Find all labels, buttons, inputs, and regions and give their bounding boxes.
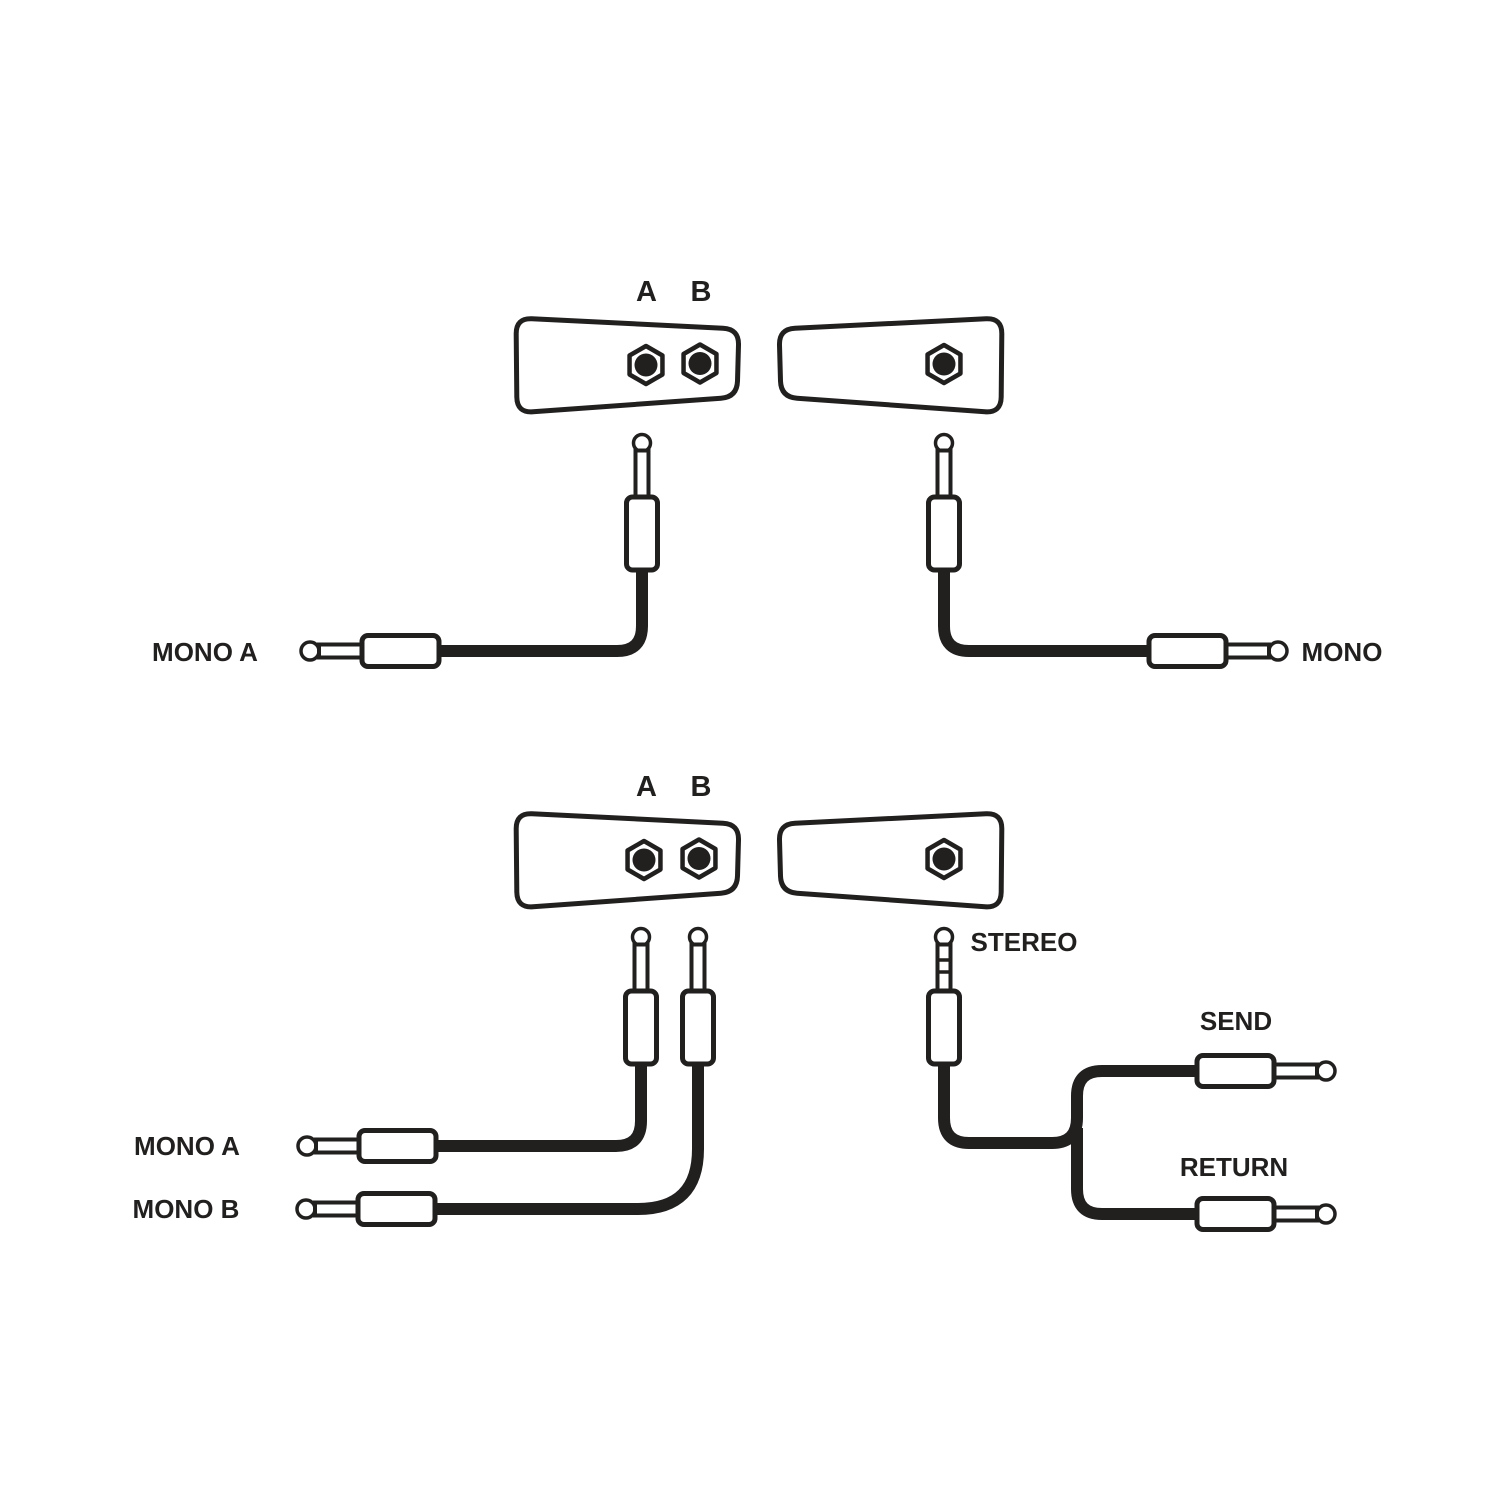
jack-socket-a-icon — [628, 841, 661, 879]
mono-plug-up-icon — [929, 435, 960, 571]
jack-socket-a-icon — [630, 346, 663, 384]
stereo-plug-up-icon — [929, 929, 960, 1065]
jack-socket-b-icon — [683, 840, 716, 878]
cable-bottom-left-mono-a — [432, 1060, 647, 1152]
return-label: RETURN — [1180, 1152, 1288, 1182]
jack-plate-single — [777, 316, 1005, 415]
send-label: SEND — [1200, 1006, 1272, 1036]
jack-b-label: B — [691, 276, 712, 308]
mono-plug-icon — [1149, 636, 1287, 667]
cable-bottom-left-mono-b — [432, 1060, 704, 1215]
jack-b-label: B — [691, 771, 712, 803]
cable-top-right-mono — [938, 566, 1155, 657]
jack-a-label: A — [636, 771, 657, 803]
stereo-label: STEREO — [971, 927, 1078, 957]
mono-plug-up-b-icon — [683, 929, 714, 1065]
cable-top-left-mono-a — [432, 566, 648, 657]
cables — [432, 566, 1205, 1220]
section-top-right: MONO — [777, 316, 1383, 667]
section-bottom-left: A B MONO A MONO B — [133, 771, 741, 1225]
section-bottom-right: STEREO SEND RETURN — [777, 811, 1335, 1230]
cable-stereo-to-return — [1071, 1128, 1205, 1220]
mono-plug-up-icon — [627, 435, 658, 571]
mono-label: MONO — [1302, 637, 1383, 667]
mono-b-plug-icon — [297, 1194, 435, 1225]
stereo-plug-ring-lines — [937, 958, 951, 974]
mono-plug-up-a-icon — [626, 929, 657, 1065]
jack-plate-single — [777, 811, 1005, 910]
jack-socket-icon — [928, 345, 961, 383]
mono-b-label: MONO B — [133, 1194, 240, 1224]
cable-stereo-to-send — [938, 1060, 1205, 1149]
mono-a-label: MONO A — [134, 1131, 240, 1161]
send-plug-icon — [1197, 1056, 1335, 1087]
jack-a-label: A — [636, 276, 657, 308]
return-plug-icon — [1197, 1199, 1335, 1230]
jack-socket-b-icon — [684, 345, 717, 383]
mono-a-plug-icon — [298, 1131, 436, 1162]
mono-a-plug-icon — [301, 636, 439, 667]
mono-a-label: MONO A — [152, 637, 258, 667]
section-top-left: A B MONO A — [152, 276, 741, 667]
jack-socket-icon — [928, 840, 961, 878]
